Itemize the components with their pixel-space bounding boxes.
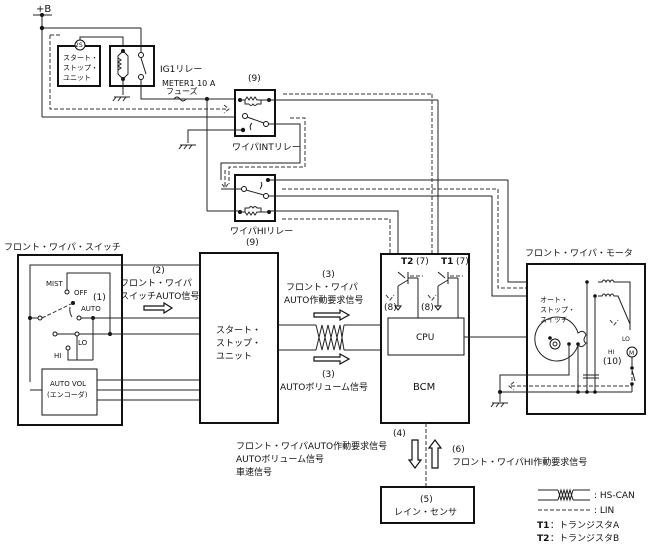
svg-text:(8): (8) xyxy=(384,303,397,313)
svg-text:(4): (4) xyxy=(393,429,406,439)
svg-text:ストップ・: ストップ・ xyxy=(216,338,261,349)
signal-6: (6) フロント・ワイパHI作動要求信号 xyxy=(427,439,587,469)
svg-text:OFF: OFF xyxy=(74,289,88,297)
svg-text:フューズ: フューズ xyxy=(166,86,198,96)
ground-icon xyxy=(112,96,130,102)
signal-4: (4) フロント・ワイパAUTO作動要求信号 AUTOボリューム信号 車速信号 xyxy=(236,429,423,478)
svg-text:(1): (1) xyxy=(93,293,106,303)
arrow-right-icon xyxy=(313,352,351,366)
svg-text:ユニット: ユニット xyxy=(63,74,91,82)
int-relay-label: ワイパINTリレー xyxy=(232,142,301,153)
switch-title: フロント・ワイパ・スイッチ xyxy=(4,242,121,253)
svg-text:：トランジスタA: ：トランジスタA xyxy=(550,520,620,531)
svg-text:(7): (7) xyxy=(416,257,429,267)
svg-text:: HS-CAN: : HS-CAN xyxy=(594,491,635,501)
svg-text:(2): (2) xyxy=(152,266,165,276)
svg-text:：トランジスタB: ：トランジスタB xyxy=(550,533,619,544)
svg-text:スイッチ: スイッチ xyxy=(540,316,568,324)
svg-text:T1: T1 xyxy=(441,257,453,267)
svg-text:(10): (10) xyxy=(603,357,621,367)
motor-title: フロント・ワイパ・モータ xyxy=(525,248,633,259)
transistor-t2: (8) xyxy=(384,271,423,318)
power-supply: +B xyxy=(33,4,236,118)
svg-text:車速信号: 車速信号 xyxy=(236,466,272,478)
svg-text:(5): (5) xyxy=(420,495,433,505)
svg-text:オート・: オート・ xyxy=(540,296,568,304)
svg-text:ユニット: ユニット xyxy=(216,352,252,362)
start-stop-unit: スタート・ ストップ・ ユニット xyxy=(199,252,279,424)
svg-text:MIST: MIST xyxy=(46,280,64,288)
svg-text:(3): (3) xyxy=(322,370,335,380)
svg-text:T2: T2 xyxy=(537,534,549,544)
svg-text:T2: T2 xyxy=(401,257,413,267)
rain-sensor: (5) レイン・センサ xyxy=(380,486,475,524)
svg-text:(7): (7) xyxy=(456,257,469,267)
svg-text:AUTO作動要求信号: AUTO作動要求信号 xyxy=(284,294,363,306)
bcm: T2 (7) T1 (7) (8) (8) xyxy=(380,253,542,424)
legend: : HS-CAN : LIN T1 ：トランジスタA T2 ：トランジスタB xyxy=(537,488,635,544)
svg-text:(6): (6) xyxy=(452,445,465,455)
svg-text:T1: T1 xyxy=(537,521,549,531)
svg-text:AUTOボリューム信号: AUTOボリューム信号 xyxy=(236,453,324,465)
cpu-label: CPU xyxy=(416,333,434,343)
svg-text:ストップ・: ストップ・ xyxy=(63,64,98,72)
hi-relay-label: ワイパHIリレー xyxy=(230,226,293,237)
svg-text:HI: HI xyxy=(608,349,615,356)
svg-text:METER1 10 A: METER1 10 A xyxy=(162,79,216,88)
svg-text:ストップ・: ストップ・ xyxy=(540,306,575,314)
arrow-right-icon xyxy=(143,301,174,315)
svg-text:(9): (9) xyxy=(248,74,261,84)
svg-text:: LIN: : LIN xyxy=(594,506,614,516)
arrow-up-icon xyxy=(427,439,443,469)
legend-lin: : LIN xyxy=(538,506,614,516)
svg-text:AUTO: AUTO xyxy=(81,305,101,313)
svg-text:フロント・ワイパ: フロント・ワイパ xyxy=(120,278,192,289)
svg-text:AUTO VOL: AUTO VOL xyxy=(50,380,86,388)
svg-text:(9): (9) xyxy=(246,238,259,248)
svg-text:(3): (3) xyxy=(322,270,335,280)
arrow-right-icon xyxy=(313,308,351,322)
svg-text:スタート・: スタート・ xyxy=(216,325,261,336)
svg-text:フロント・ワイパ: フロント・ワイパ xyxy=(286,282,358,293)
svg-text:M: M xyxy=(629,350,634,357)
svg-text:フロント・ワイパHI作動要求信号: フロント・ワイパHI作動要求信号 xyxy=(452,456,587,468)
ground-icon xyxy=(178,144,196,150)
svg-text:LO: LO xyxy=(622,336,630,343)
signal-2: (2) フロント・ワイパ スイッチAUTO信号 xyxy=(120,266,199,315)
ig1-start-stop-unit: 2S スタート・ ストップ・ ユニット xyxy=(57,36,124,87)
wiper-hi-relay: ワイパHIリレー (9) xyxy=(207,170,508,300)
rain-sensor-label: レイン・センサ xyxy=(394,507,457,518)
svg-text:AUTOボリューム信号: AUTOボリューム信号 xyxy=(280,381,368,393)
svg-text:(8): (8) xyxy=(421,303,434,313)
connector-tag: 2S xyxy=(75,42,83,49)
ig1-relay-label: IG1リレー xyxy=(160,65,202,75)
hs-can-twist xyxy=(315,324,345,351)
svg-text:LO: LO xyxy=(78,339,88,347)
svg-text:フロント・ワイパAUTO作動要求信号: フロント・ワイパAUTO作動要求信号 xyxy=(236,440,387,452)
wiper-int-relay: (9) ワイパINTリレー xyxy=(178,74,438,184)
signal-3: (3) フロント・ワイパ AUTO作動要求信号 (3) AUTOボリューム信号 xyxy=(278,270,380,393)
front-wiper-switch: フロント・ワイパ・スイッチ MIST OFF (1) AUTO LO HI AU… xyxy=(4,242,200,426)
svg-text:スタート・: スタート・ xyxy=(63,53,98,62)
ground-icon xyxy=(490,402,508,408)
transistor-t1: (8) xyxy=(421,271,463,318)
legend-hscan: : HS-CAN xyxy=(538,488,635,502)
auto-stop-cam-icon xyxy=(534,316,587,362)
svg-text:(エンコーダ): (エンコーダ) xyxy=(47,390,88,399)
bcm-label: BCM xyxy=(413,382,435,393)
svg-text:スイッチAUTO信号: スイッチAUTO信号 xyxy=(120,290,199,302)
arrow-down-icon xyxy=(407,439,423,469)
power-label: +B xyxy=(36,4,51,15)
svg-text:HI: HI xyxy=(54,352,61,360)
front-wiper-motor: フロント・ワイパ・モータ オート・ ストップ・ スイッチ LO HI (10) … xyxy=(490,248,646,415)
ig1-relay: IG1リレー xyxy=(109,28,209,102)
